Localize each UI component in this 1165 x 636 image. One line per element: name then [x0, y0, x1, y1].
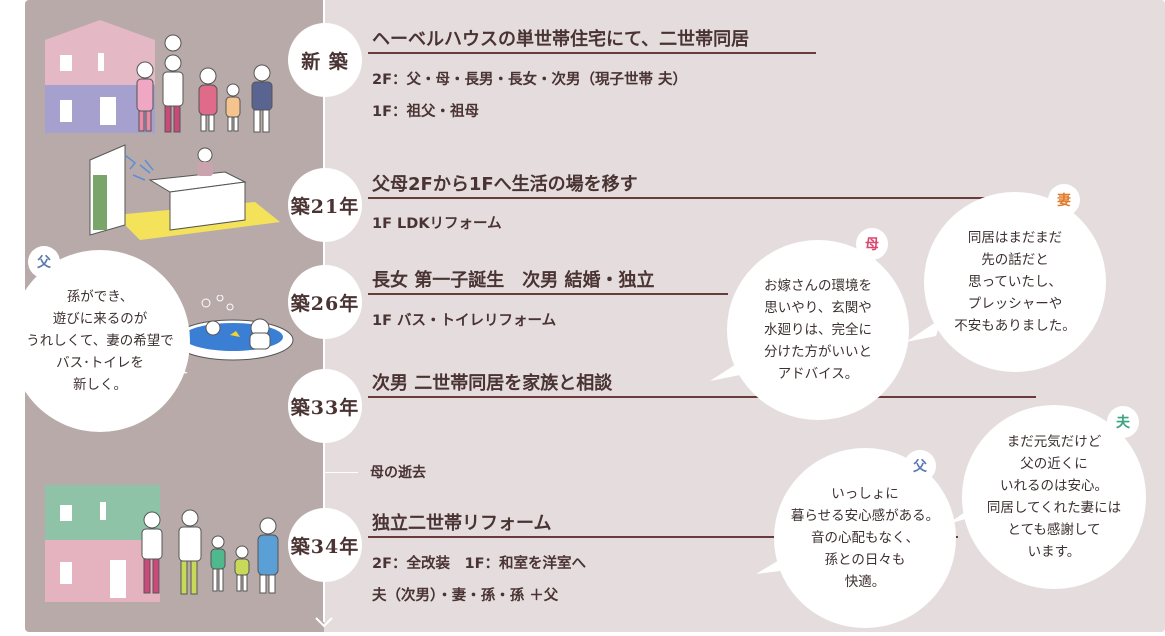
event-detail: 2F：全改装 1F：和室を洋室へ: [372, 556, 586, 572]
event-detail: 1F LDKリフォーム: [372, 216, 502, 232]
kitchen-illustration: [89, 144, 280, 240]
bubble-line: いっしょに: [831, 486, 899, 502]
bubble-line: います。: [1027, 544, 1081, 560]
event-detail: 1F：祖父・祖母: [372, 104, 479, 120]
bubble-line: アドバイス。: [777, 366, 859, 382]
event-title-new-build: ヘーベルハウスの単世帯住宅にて、二世帯同居: [372, 29, 750, 50]
event-underline: [368, 536, 958, 538]
bubble-line: 思いやり、玄関や: [764, 300, 872, 316]
bubble-line: まだ元気だけど: [1006, 434, 1102, 450]
badge-mother: 母: [856, 228, 888, 260]
timeline-node-34-years: 築34年: [288, 508, 362, 582]
timeline-node-26-years: 築26年: [288, 265, 362, 339]
bubble-line: 同居はまだまだ: [967, 230, 1063, 246]
event-detail: 2F：父・母・長男・長女・次男（現子世帯 夫）: [372, 72, 688, 88]
event-title-33-years: 次男 二世帯同居を家族と相談: [372, 373, 613, 394]
house-two-generation-illustration: [45, 485, 279, 602]
bubble-line: 不安もありました。: [954, 318, 1076, 334]
bubble-line: 分けた方がいいと: [764, 344, 872, 360]
badge-wife: 妻: [1048, 184, 1080, 216]
bubble-line: 新しく。: [72, 377, 127, 393]
event-underline: [368, 197, 1040, 199]
event-underline: [368, 293, 728, 295]
badge-father: 父: [904, 450, 936, 482]
event-title-21-years: 父母2Fから1Fへ生活の場を移す: [372, 174, 638, 195]
badge-husband: 夫: [1107, 406, 1139, 438]
speech-tail: [906, 318, 942, 342]
bubble-line: 同居してくれた妻には: [986, 500, 1122, 516]
bubble-line: バス･トイレを: [56, 355, 144, 371]
bubble-line: 孫との日々も: [824, 552, 906, 568]
bubble-line: 思っていたし、: [968, 274, 1062, 290]
event-underline: [368, 396, 1036, 398]
speech-bubble-father-left: 孫ができ、 遊びに来るのが うれしくて、妻の希望で バス･トイレを 新しく。: [10, 250, 190, 432]
event-tick: [325, 472, 358, 473]
bubble-line: 先の話だと: [981, 252, 1049, 268]
bubble-line: 孫ができ、: [66, 289, 134, 305]
event-detail: 1F バス・トイレリフォーム: [372, 313, 557, 329]
bubble-line: 遊びに来るのが: [52, 311, 148, 327]
event-title-34-years: 独立二世帯リフォーム: [372, 513, 552, 534]
bubble-line: 水廻りは、完全に: [764, 322, 872, 338]
bubble-line: 快適。: [844, 574, 886, 590]
bubble-line: うれしくて、妻の希望で: [26, 333, 174, 349]
speech-bubble-mother: お嫁さんの環境を 思いやり、玄関や 水廻りは、完全に 分けた方がいいと アドバイ…: [727, 240, 909, 420]
bubble-line: とても感謝して: [1007, 522, 1101, 538]
event-detail: 夫（次男）・妻・孫・孫 ＋父: [372, 588, 559, 604]
timeline-node-21-years: 築21年: [288, 168, 362, 242]
badge-father: 父: [28, 246, 60, 278]
event-underline: [368, 52, 816, 54]
event-mother-passing: 母の逝去: [370, 465, 426, 481]
arrow-down-icon: [315, 617, 333, 628]
bubble-line: 暮らせる安心感がある。: [790, 508, 940, 524]
event-title-26-years: 長女 第一子誕生 次男 結婚・独立: [372, 270, 655, 291]
speech-bubble-wife: 同居はまだまだ 先の話だと 思っていたし、 プレッシャーや 不安もありました。: [924, 192, 1106, 372]
bubble-line: お嫁さんの環境を: [764, 278, 872, 294]
bath-illustration: [172, 295, 294, 361]
bubble-line: 父の近くに: [1020, 456, 1088, 472]
house-family-illustration: [45, 20, 273, 133]
bubble-line: いれるのは安心。: [999, 478, 1108, 494]
timeline-node-new-build: 新 築: [288, 23, 362, 97]
bubble-line: 音の心配もなく、: [810, 530, 919, 546]
bubble-line: プレッシャーや: [967, 296, 1063, 312]
timeline-node-33-years: 築33年: [288, 369, 362, 443]
